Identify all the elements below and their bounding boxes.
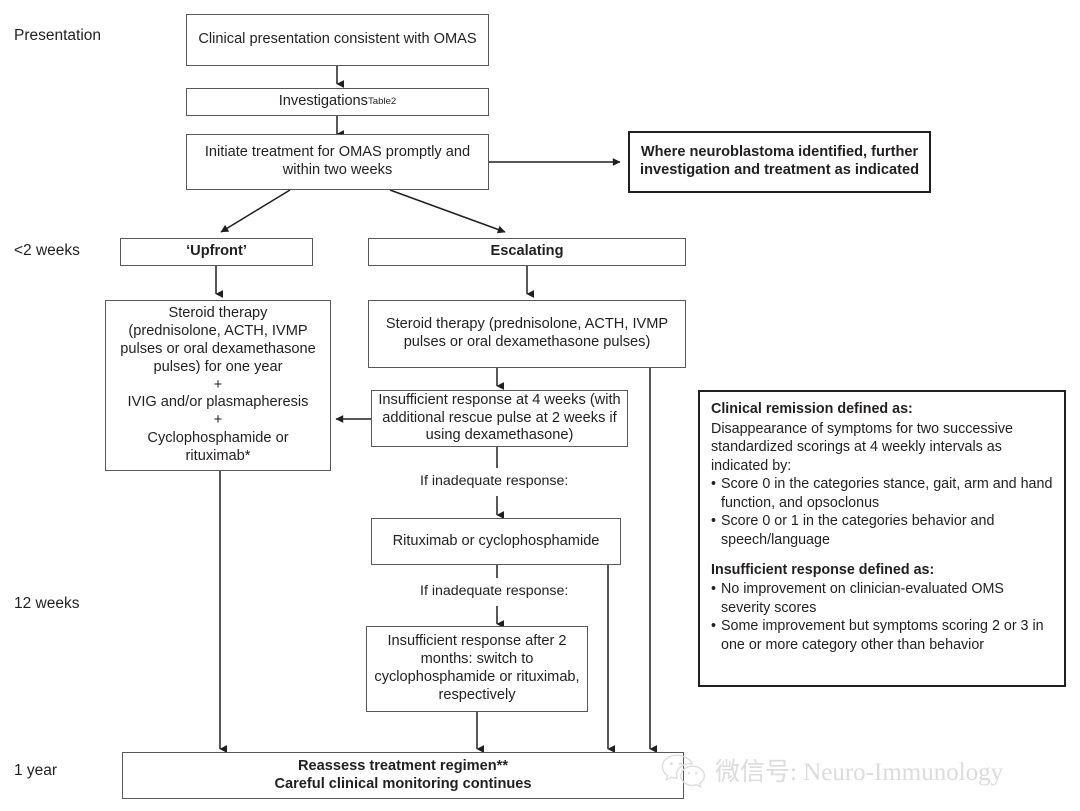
legend-insufficient-bullet: No improvement on clinician-evaluated OM… xyxy=(711,580,1054,617)
upfront-regimen-line-7: rituximab* xyxy=(185,447,251,464)
node-escalating: Escalating xyxy=(368,238,686,266)
watermark-text: 微信号: Neuro-Immunology xyxy=(715,759,1004,786)
upfront-regimen-plus-2: + xyxy=(213,412,223,429)
reassess-line-1: Reassess treatment regimen** xyxy=(297,757,509,774)
node-upfront: ‘Upfront’ xyxy=(120,238,313,266)
stage-label-presentation: Presentation xyxy=(14,27,102,44)
upfront-regimen-line-6: Cyclophosphamide or xyxy=(147,429,289,446)
upfront-regimen-line-3: pulses or oral dexamethasone xyxy=(120,341,316,357)
legend-remission-body: Disappearance of symptoms for two succes… xyxy=(711,420,1013,474)
upfront-regimen-line-1: Steroid therapy xyxy=(168,305,268,322)
reassess-line-2: Careful clinical monitoring continues xyxy=(274,775,532,792)
node-clinical-presentation: Clinical presentation consistent with OM… xyxy=(186,14,489,66)
node-insufficient-response-4-weeks: Insufficient response at 4 weeks (with a… xyxy=(371,390,628,447)
legend-spacer xyxy=(711,550,1054,561)
node-insufficient-response-2-months: Insufficient response after 2 months: sw… xyxy=(366,626,588,712)
node-escalating-steroid-therapy: Steroid therapy (prednisolone, ACTH, IVM… xyxy=(368,300,686,368)
edge-label-inadequate-response-2: If inadequate response: xyxy=(417,583,572,599)
legend-insufficient-heading: Insufficient response defined as: xyxy=(711,561,935,578)
stage-label-12-weeks: 12 weeks xyxy=(14,595,80,612)
legend-remission-bullets: Score 0 in the categories stance, gait, … xyxy=(711,475,1054,549)
edge-label-inadequate-response-1: If inadequate response: xyxy=(417,473,572,489)
node-initiate-treatment: Initiate treatment for OMAS promptly and… xyxy=(186,134,489,190)
upfront-regimen-plus-1: + xyxy=(213,376,223,393)
node-upfront-regimen: Steroid therapy (prednisolone, ACTH, IVM… xyxy=(105,300,331,471)
legend-remission-bullet: Score 0 or 1 in the categories behavior … xyxy=(711,512,1054,549)
upfront-regimen-line-2: (prednisolone, ACTH, IVMP xyxy=(128,323,308,340)
wechat-watermark: 微信号: Neuro-Immunology xyxy=(660,752,1003,788)
legend-remission-heading: Clinical remission defined as: xyxy=(711,401,913,417)
stage-label-under-2-weeks: <2 weeks xyxy=(14,242,80,259)
stage-label-1-year: 1 year xyxy=(14,762,58,779)
node-investigations-label: Investigations xyxy=(278,93,368,110)
node-rituximab-or-cyclophosphamide: Rituximab or cyclophosphamide xyxy=(371,518,621,565)
definitions-legend: Clinical remission defined as: Disappear… xyxy=(698,390,1066,687)
legend-insufficient-bullets: No improvement on clinician-evaluated OM… xyxy=(711,580,1054,654)
node-neuroblastoma-identified: Where neuroblastoma identified, further … xyxy=(628,131,931,193)
node-investigations-superscript: Table2 xyxy=(367,96,397,108)
node-reassess-treatment: Reassess treatment regimen** Careful cli… xyxy=(122,752,684,799)
upfront-regimen-line-4: pulses) for one year xyxy=(153,358,283,375)
upfront-regimen-line-5: IVIG and/or plasmapheresis xyxy=(127,394,309,411)
legend-insufficient-bullet: Some improvement but symptoms scoring 2 … xyxy=(711,617,1054,654)
legend-remission-bullet: Score 0 in the categories stance, gait, … xyxy=(711,475,1054,512)
